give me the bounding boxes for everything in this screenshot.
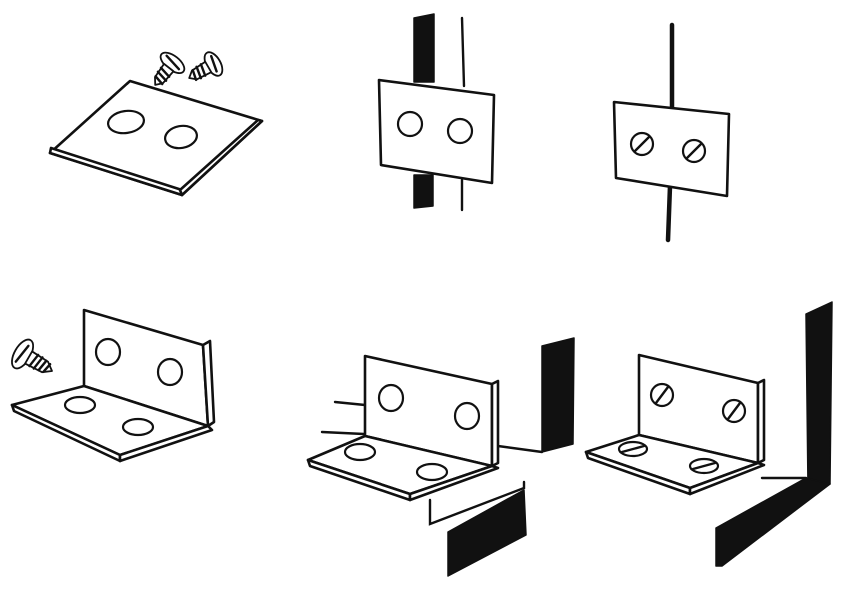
corner-brace — [306, 354, 500, 502]
brace-hole-lower-right — [415, 462, 449, 482]
screw-slot — [685, 142, 703, 160]
shelf-line-lower — [320, 430, 366, 436]
brace-vertical-edge — [756, 378, 766, 465]
wall-floor-edge — [496, 444, 544, 454]
screw-icon — [188, 51, 224, 82]
wall-post-dark — [541, 337, 575, 453]
plate-face — [612, 100, 731, 198]
brace-horizontal-edge-right — [688, 461, 766, 496]
wall-and-shelf — [715, 301, 833, 567]
brace-horizontal-edge-right — [408, 464, 500, 502]
brace-hole-lower-left — [63, 395, 97, 415]
brace-hole-upper-left — [377, 383, 405, 413]
plate-hole-left — [107, 109, 145, 135]
brace-hole-upper-right — [453, 401, 481, 431]
plate-edge-side — [178, 118, 264, 197]
post-dark-face-top — [413, 13, 435, 83]
screw-slot — [209, 54, 218, 73]
screw-head-icon — [617, 440, 649, 458]
shelf-dark-face — [447, 489, 527, 577]
screw-icon — [11, 338, 53, 374]
post-bottom — [665, 183, 673, 243]
corner-brace — [10, 308, 216, 463]
brace-hole-lower-left — [343, 442, 377, 462]
wall-and-shelf — [320, 337, 575, 577]
screw-threads — [191, 63, 207, 82]
panel-angle-bracket-in-corner — [306, 337, 575, 577]
plate-hole-right — [164, 124, 198, 150]
screw-slot — [691, 461, 717, 471]
brace-vertical-edge — [201, 339, 216, 428]
shelf-edge — [428, 480, 526, 526]
flat-mending-plate — [612, 100, 731, 198]
screw-head-icon — [629, 131, 655, 157]
panel-angle-bracket-with-screw — [10, 308, 216, 463]
screw-slot — [620, 444, 646, 454]
panel-flat-plate-with-screws — [48, 51, 264, 197]
screw-slot — [165, 54, 181, 71]
post-edge-top — [460, 16, 466, 88]
screw-icon — [154, 51, 186, 86]
panel-flat-plate-held-on-post — [377, 13, 496, 212]
shelf-dark-face — [715, 477, 831, 567]
plate-hole-left — [396, 110, 424, 138]
flat-mending-plate — [48, 79, 264, 197]
screw-head-icon — [721, 398, 747, 424]
screw-slot — [726, 401, 742, 421]
shelf-line-upper — [333, 400, 367, 407]
panel-angle-bracket-screwed-in-corner — [584, 301, 833, 567]
brace-hole-upper-left — [94, 337, 122, 367]
brace-hole-upper-right — [156, 357, 184, 387]
plate-top-face — [48, 79, 264, 197]
screw-slot — [633, 135, 651, 153]
post-dark-face-bottom — [413, 174, 434, 209]
brace-vertical-edge — [490, 379, 500, 468]
screw-threads — [154, 66, 171, 86]
screw-head-icon — [681, 138, 707, 164]
plate-hole-right — [446, 117, 474, 145]
screw-head-icon — [688, 457, 720, 475]
brace-horizontal-edge-right — [118, 424, 214, 463]
panel-flat-plate-screwed-on-post — [612, 22, 731, 243]
screw-slot — [14, 344, 30, 363]
corner-brace — [584, 353, 766, 496]
flat-mending-plate — [377, 78, 496, 185]
screw-threads — [28, 353, 52, 374]
screw-head-icon — [649, 382, 675, 408]
wooden-post — [413, 13, 466, 212]
screw-slot — [654, 385, 670, 405]
plate-face — [377, 78, 496, 185]
brace-hole-lower-right — [121, 417, 155, 437]
wall-dark-face — [805, 301, 833, 489]
